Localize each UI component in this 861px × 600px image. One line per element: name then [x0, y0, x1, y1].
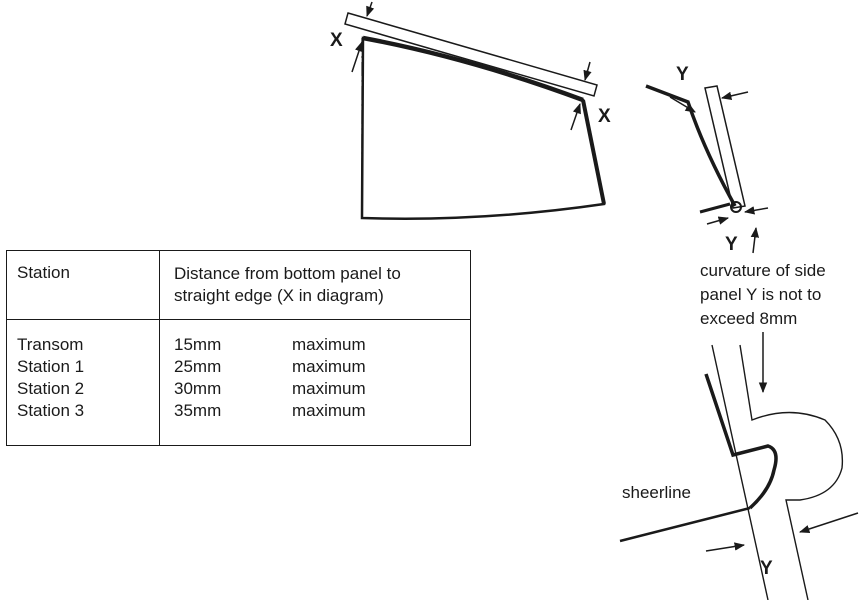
- distance-cell: 35mm: [174, 401, 222, 420]
- curvature-note-line1: curvature of side: [700, 261, 826, 280]
- table-header-row: Station Distance from bottom panel to st…: [6, 250, 471, 320]
- limit-cell: maximum: [292, 357, 366, 376]
- panel-right-edge: [581, 99, 606, 205]
- detail-side-panel: [704, 373, 778, 510]
- label-y-mid: Y: [725, 234, 738, 255]
- curvature-note-line2: panel Y is not to: [700, 285, 821, 304]
- label-x-right: X: [598, 106, 611, 127]
- label-x-left: X: [330, 30, 343, 51]
- distance-cell: 15mm: [174, 335, 222, 354]
- detail-view: [619, 332, 859, 600]
- side-panel-view: [645, 84, 769, 254]
- x-arrow-right-top: [583, 61, 592, 82]
- label-y-bottom: Y: [760, 558, 773, 579]
- station-cell: Station 1: [17, 357, 85, 376]
- station-column: Transom Station 1 Station 2 Station 3: [6, 319, 160, 446]
- label-y-top: Y: [676, 64, 689, 85]
- detail-y-arrow-right: [799, 512, 859, 534]
- chine-joint: [730, 201, 742, 213]
- x-arrow-left-bottom: [351, 41, 363, 73]
- x-arrow-right-bottom: [570, 103, 581, 131]
- table-row: 15mm maximum: [174, 334, 470, 356]
- distance-column: 15mm maximum 25mm maximum 30mm maximum 35mm…: [160, 320, 471, 446]
- table-row: 25mm maximum: [174, 356, 470, 378]
- detail-y-arrow-left: [705, 542, 746, 552]
- y-arrow-top-left: [669, 96, 696, 113]
- x-arrow-left-top: [366, 1, 375, 17]
- header-station: Station: [6, 250, 160, 320]
- panel-top-edge: [362, 35, 584, 103]
- label-sheerline: sheerline: [622, 483, 691, 502]
- header-distance-line2: straight edge (X in diagram): [174, 286, 384, 305]
- limit-cell: maximum: [292, 401, 366, 420]
- straight-edge: [344, 12, 598, 97]
- bottom-panel-view: [344, 1, 606, 220]
- side-straight-edge: [704, 85, 746, 209]
- station-cell: Transom: [17, 335, 84, 354]
- y-arrow-top-right: [720, 91, 749, 100]
- y-arrow-mid-right: [743, 206, 769, 215]
- station-cell: Station 2: [17, 379, 85, 398]
- y-arrow-mid-left: [706, 216, 730, 225]
- station-tolerance-table: Station Distance from bottom panel to st…: [6, 250, 471, 446]
- header-distance-line1: Distance from bottom panel to: [174, 264, 401, 283]
- curvature-note-line3: exceed 8mm: [700, 309, 797, 328]
- detail-straight-edge: [711, 344, 844, 600]
- table-body-row: Transom Station 1 Station 2 Station 3 15…: [6, 319, 471, 446]
- distance-cell: 25mm: [174, 357, 222, 376]
- limit-cell: maximum: [292, 335, 366, 354]
- table-row: 30mm maximum: [174, 378, 470, 400]
- table-row: 35mm maximum: [174, 400, 470, 422]
- limit-cell: maximum: [292, 379, 366, 398]
- detail-bottom-panel: [619, 506, 751, 543]
- y-arrow-callout: [750, 226, 760, 254]
- distance-cell: 30mm: [174, 379, 222, 398]
- station-cell: Station 3: [17, 401, 85, 420]
- side-panel-return: [699, 202, 731, 214]
- header-distance: Distance from bottom panel to straight e…: [159, 250, 471, 320]
